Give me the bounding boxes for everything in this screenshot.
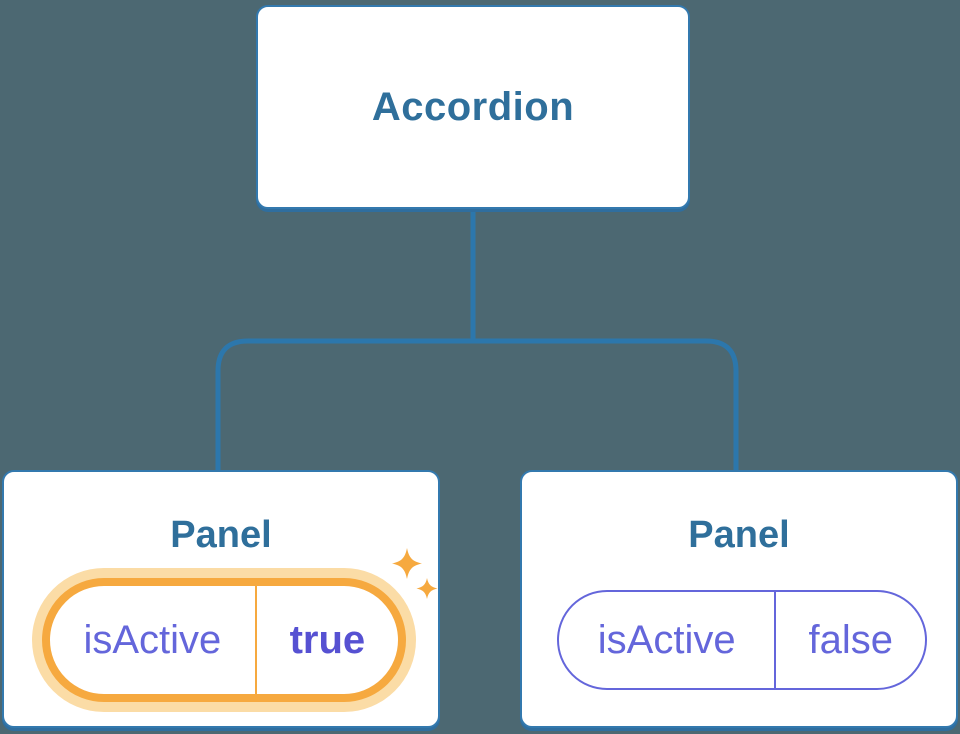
accordion-node-label: Accordion	[371, 84, 575, 129]
accordion-node: Accordion	[256, 5, 690, 209]
state-key-label: isActive	[83, 617, 222, 662]
state-key-label: isActive	[597, 617, 736, 662]
pill-divider	[254, 586, 257, 694]
panel-node-label: Panel	[170, 514, 272, 556]
connector-branch	[215, 338, 739, 471]
sparkle-icon	[392, 548, 438, 599]
state-pill-inactive: isActive false	[557, 590, 927, 690]
panel-node-active: Panel isActive true	[2, 470, 440, 728]
panel-node-label: Panel	[688, 514, 790, 556]
pill-divider	[774, 592, 777, 688]
state-value-label: false	[808, 617, 893, 662]
state-value-label: true	[289, 617, 366, 662]
state-pill-active: isActive true	[42, 578, 406, 702]
panel-node-inactive: Panel isActive false	[520, 470, 958, 728]
